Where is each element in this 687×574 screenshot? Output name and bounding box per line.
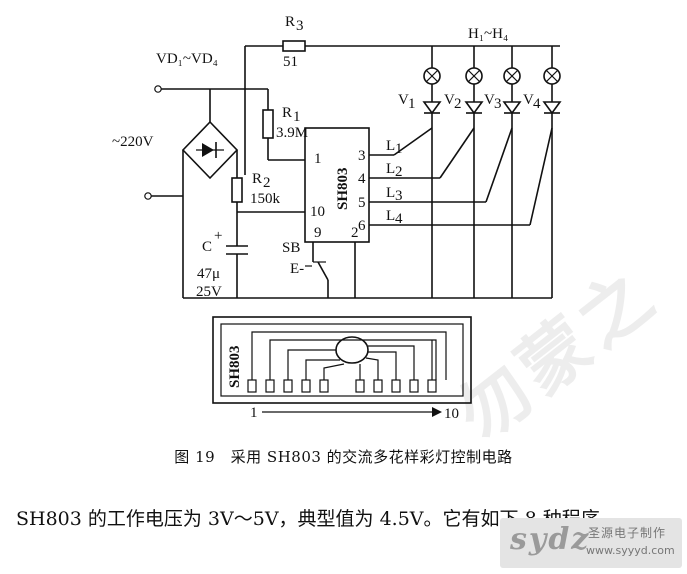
bridge-rectifier [181,120,239,180]
label-h-range: H₁~H₄ [468,26,508,42]
label-l3-sub: 3 [395,188,403,204]
ac-terminal-bottom [144,192,152,200]
label-pin5: 5 [358,195,366,211]
lamp-column-2 [464,46,484,298]
label-v2: V [444,92,455,108]
label-pin4: 4 [358,171,366,187]
lamp-column-4 [542,46,562,298]
switch-sb [317,261,329,281]
label-v3: V [484,92,495,108]
label-cap-value: 47μ [197,266,220,282]
label-cap-plus: + [214,228,222,244]
watermark-site-name: 圣源电子制作 [588,526,667,540]
label-l2-sub: 2 [395,164,403,180]
body-paragraph: SH803 的工作电压为 3V～5V，典型值为 4.5V。它有如下 8 种程序。 [16,508,619,530]
label-ac-input: ~220V [112,134,154,150]
label-l4-sub: 4 [395,211,403,227]
label-l2: L [386,161,395,177]
label-l1-sub: 1 [395,141,403,157]
watermark-site-url: www.syyyd.com [586,544,675,557]
label-l4: L [386,208,395,224]
label-pin6: 6 [358,218,366,234]
label-v4: V [523,92,534,108]
package-pins [247,379,437,393]
label-cap-voltage: 25V [196,284,222,300]
label-r2-sub: 2 [263,175,271,191]
watermark-logo: sydz [510,522,591,557]
ic-chip-label: SH803 [335,167,351,210]
scr-v4 [542,101,562,115]
resistor-r2 [231,177,243,203]
scr-v2 [464,101,484,115]
label-r2: R [252,171,262,187]
label-v3-sub: 3 [494,96,502,112]
label-r3: R [285,14,295,30]
ic-sh803 [304,127,370,243]
scr-v1 [422,101,442,115]
package-chip-label: SH803 [227,345,243,388]
label-v4-sub: 4 [533,96,541,112]
label-pin10: 10 [310,204,325,220]
lamp-column-1 [422,46,442,298]
label-r3-value: 51 [283,54,298,70]
label-pin3: 3 [358,148,366,164]
ac-terminal-top [154,85,162,93]
label-r1-sub: 1 [293,109,301,125]
chip-die [335,336,369,364]
label-sb-e: E- [290,261,304,277]
label-r3-sub: 3 [296,18,304,34]
arrow-right-icon [432,407,442,417]
resistor-r3 [282,40,306,52]
resistor-r1 [262,109,274,139]
figure-caption: 图 19 采用 SH803 的交流多花样彩灯控制电路 [174,448,513,466]
label-r1-value: 3.9M [276,125,308,141]
label-r2-value: 150k [250,191,281,207]
label-sb: SB [282,240,300,256]
label-pin9: 9 [314,225,322,241]
label-cap: C [202,239,212,255]
label-vd-range: VD₁~VD₄ [156,51,218,67]
label-v1-sub: 1 [408,96,416,112]
label-pin2: 2 [351,225,359,241]
label-v1: V [398,92,409,108]
label-v2-sub: 2 [454,96,462,112]
label-l1: L [386,138,395,154]
scr-v3 [502,101,522,115]
package-pin-last: 10 [444,406,459,422]
package-pin-first: 1 [250,405,258,421]
label-pin1: 1 [314,151,322,167]
label-r1: R [282,105,292,121]
lamp-column-3 [502,46,522,298]
site-watermark: sydz 圣源电子制作 www.syyyd.com [500,518,682,568]
label-l3: L [386,185,395,201]
chip-package-drawing: SH803 [212,316,472,422]
